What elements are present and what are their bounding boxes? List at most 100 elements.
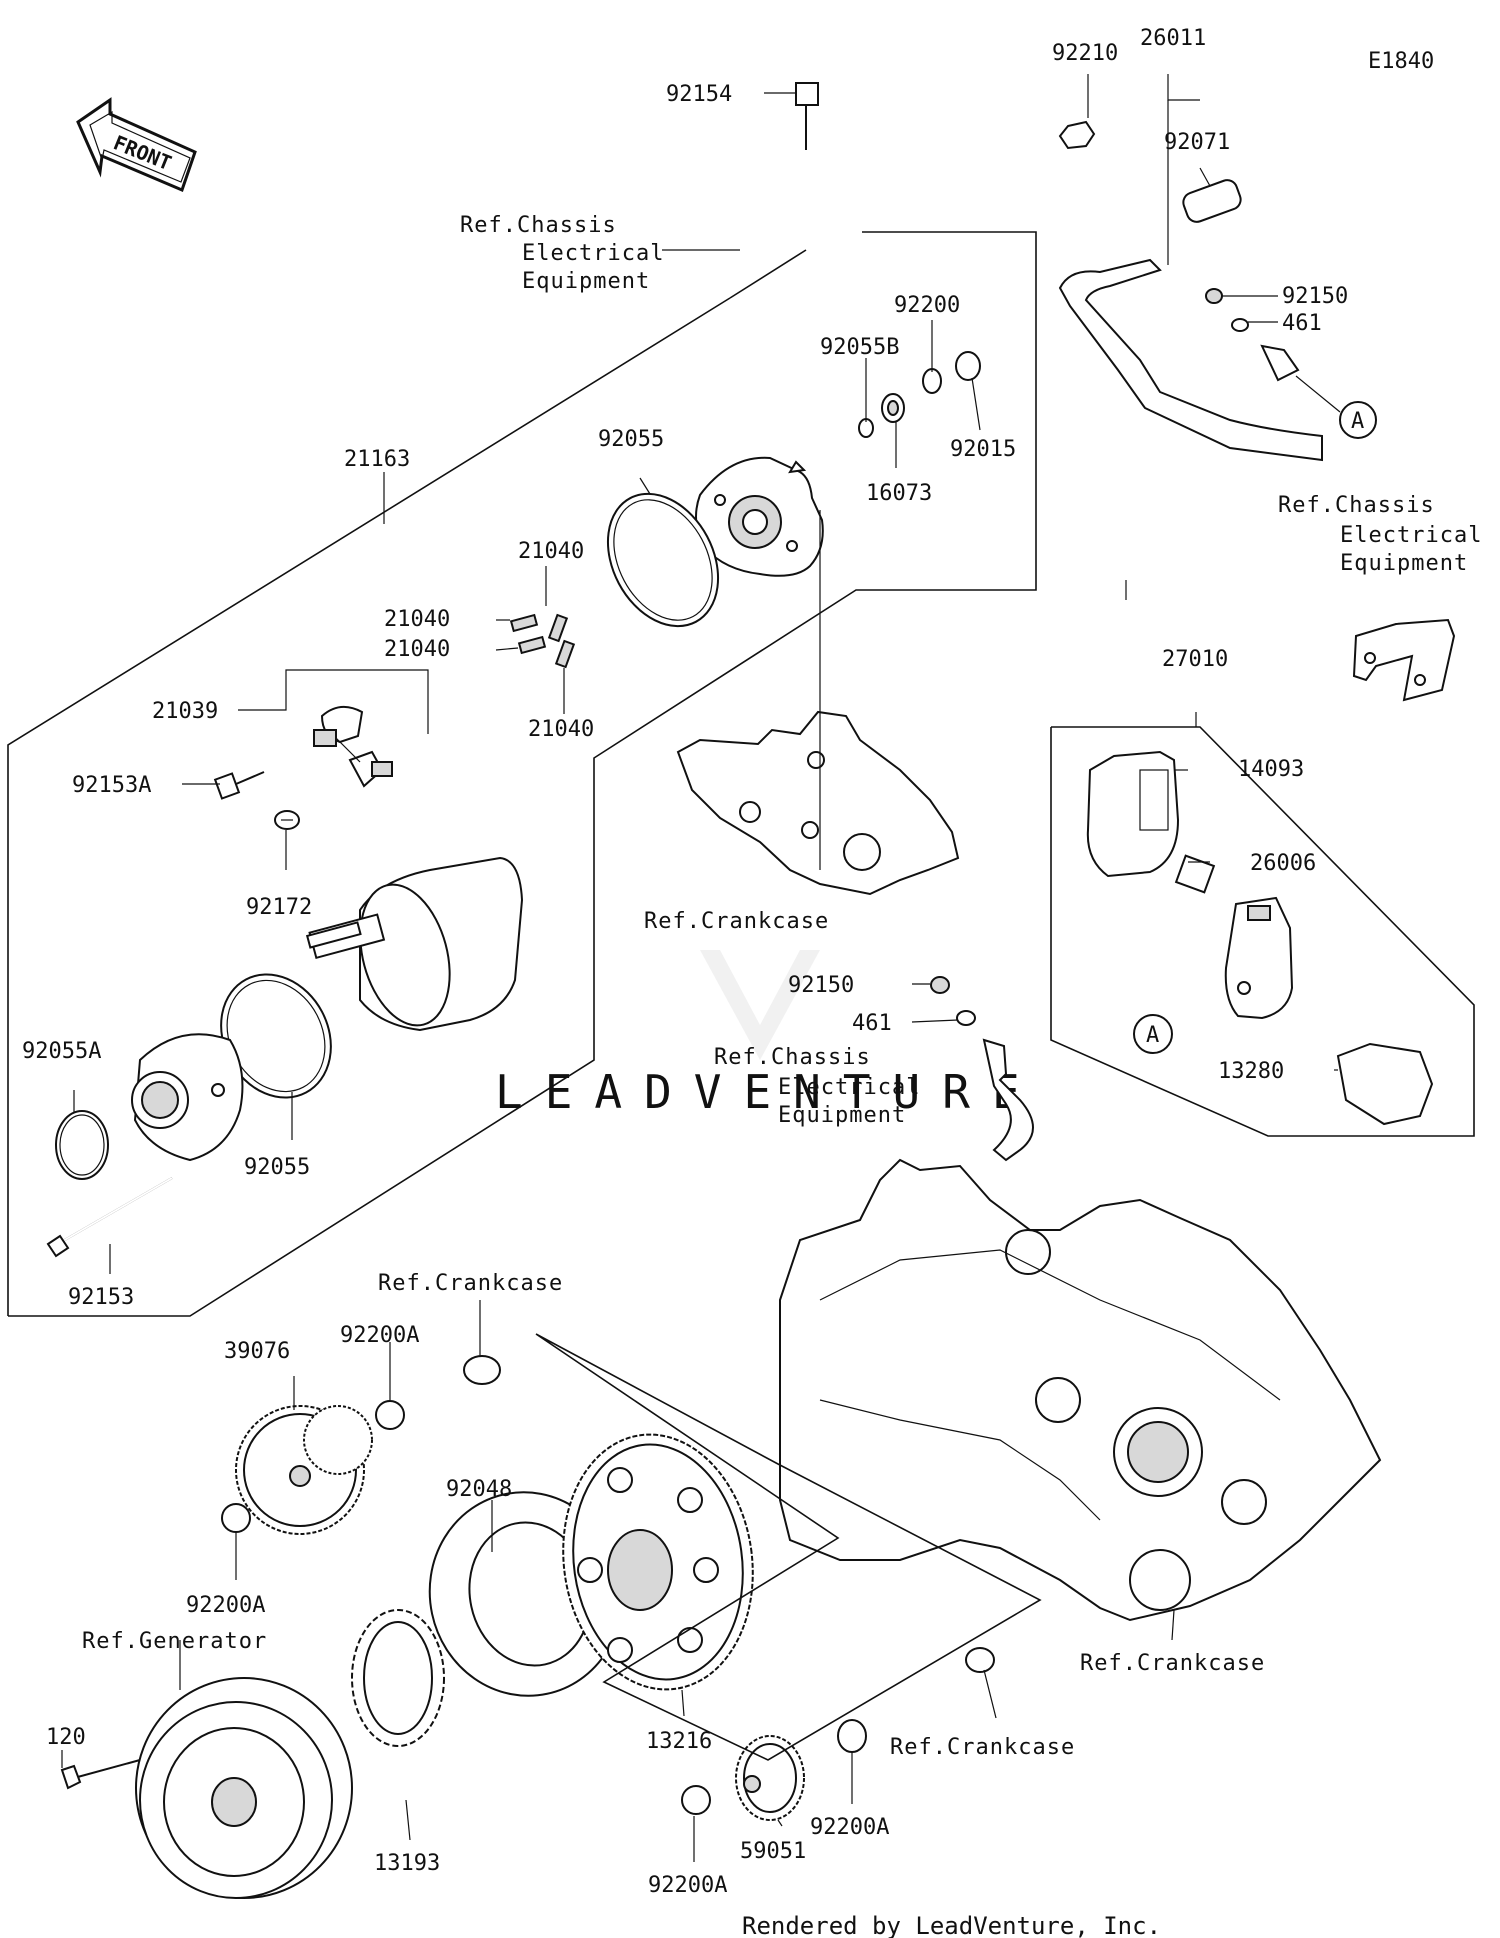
part-26006: 26006 bbox=[1250, 851, 1316, 876]
washer-92200a-3 bbox=[681, 1785, 711, 1815]
leader-lines bbox=[61, 74, 1341, 1862]
part-92210: 92210 bbox=[1052, 41, 1118, 66]
part-16073: 16073 bbox=[866, 481, 932, 506]
part-92172: 92172 bbox=[246, 895, 312, 920]
part-92200: 92200 bbox=[894, 293, 960, 318]
part-92153: 92153 bbox=[68, 1285, 134, 1310]
starter-end-cover bbox=[695, 456, 824, 577]
part-461-middle: 461 bbox=[852, 1011, 892, 1036]
starter-idle-gear-small bbox=[735, 1735, 805, 1821]
part-21040-c: 21040 bbox=[384, 637, 450, 662]
screw-92153a bbox=[213, 771, 265, 800]
callout-a-middle bbox=[1133, 1014, 1173, 1054]
reference-labels: Ref.Chassis Electrical Equipment Ref.Cha… bbox=[82, 213, 1482, 1760]
part-92055a: 92055A bbox=[22, 1039, 101, 1064]
ref-crankcase-bottom: Ref.Crankcase bbox=[890, 1735, 1075, 1760]
ground-cable bbox=[982, 1038, 1034, 1162]
washer-92200a-1 bbox=[375, 1400, 405, 1430]
one-way-clutch bbox=[351, 1609, 445, 1747]
brush-holder bbox=[313, 705, 393, 788]
callout-a-top-label: A bbox=[1351, 409, 1364, 434]
starter-gear bbox=[562, 1433, 754, 1691]
starter-relay bbox=[1224, 896, 1294, 1020]
part-92055-top: 92055 bbox=[598, 427, 664, 452]
screw-92172 bbox=[274, 810, 300, 830]
part-21163: 21163 bbox=[344, 447, 410, 472]
collar-top bbox=[463, 1355, 501, 1385]
crankcase-cover-part bbox=[676, 710, 960, 896]
part-92200a-3: 92200A bbox=[648, 1873, 727, 1898]
washer-92200a-2 bbox=[221, 1503, 251, 1533]
part-120: 120 bbox=[46, 1725, 86, 1750]
screw-92150-middle bbox=[930, 976, 950, 994]
washer-92200a-4 bbox=[837, 1719, 867, 1753]
ref-chassis-a-line2: Electrical bbox=[522, 241, 664, 266]
part-21040-a: 21040 bbox=[518, 539, 584, 564]
part-39076: 39076 bbox=[224, 1339, 290, 1364]
ref-chassis-b-line2: Electrical bbox=[1340, 523, 1482, 548]
nut-92015 bbox=[955, 351, 981, 381]
part-21040-d: 21040 bbox=[528, 717, 594, 742]
starter-front-cover bbox=[131, 1033, 244, 1162]
screw-92150-top bbox=[1205, 288, 1223, 304]
ref-chassis-c-line2: Electrical bbox=[778, 1075, 920, 1100]
relay-cover-13280 bbox=[1336, 1042, 1434, 1126]
ref-crankcase-right: Ref.Crankcase bbox=[1080, 1651, 1265, 1676]
part-92055-middle: 92055 bbox=[244, 1155, 310, 1180]
part-labels: 92154 92210 26011 92071 92150 461 92200 … bbox=[22, 26, 1348, 1898]
part-26011: 26011 bbox=[1140, 26, 1206, 51]
part-27010: 27010 bbox=[1162, 647, 1228, 672]
part-92153a: 92153A bbox=[72, 773, 151, 798]
part-13280: 13280 bbox=[1218, 1059, 1284, 1084]
watermark-text: LEADVENTURE bbox=[495, 1065, 1042, 1119]
ref-chassis-b-line1: Ref.Chassis bbox=[1278, 493, 1435, 518]
washer-461-middle bbox=[956, 1010, 976, 1026]
chassis-bracket bbox=[1352, 618, 1456, 702]
part-92055b: 92055B bbox=[820, 335, 899, 360]
ref-chassis-c-line1: Ref.Chassis bbox=[714, 1045, 871, 1070]
starter-assembly-outline bbox=[7, 231, 1037, 1317]
bolt-92154 bbox=[795, 82, 819, 150]
part-14093: 14093 bbox=[1238, 757, 1304, 782]
part-92200a-4: 92200A bbox=[810, 1815, 889, 1840]
ref-chassis-a-line1: Ref.Chassis bbox=[460, 213, 617, 238]
part-92071: 92071 bbox=[1164, 130, 1230, 155]
diagram-code: E1840 bbox=[1368, 49, 1434, 74]
part-13193: 13193 bbox=[374, 1851, 440, 1876]
idle-gear bbox=[235, 1405, 373, 1535]
generator-rotor bbox=[135, 1677, 353, 1899]
bolt-120 bbox=[60, 1759, 141, 1790]
collar-bottom bbox=[965, 1647, 995, 1673]
ref-generator: Ref.Generator bbox=[82, 1629, 267, 1654]
starter-motor-body bbox=[305, 856, 524, 1032]
front-arrow-icon: FRONT bbox=[76, 97, 197, 193]
long-bolt bbox=[46, 1177, 173, 1258]
washer-92200 bbox=[922, 368, 942, 394]
gear-assembly-outline bbox=[535, 1333, 1042, 1761]
part-92150-middle: 92150 bbox=[788, 973, 854, 998]
part-92154: 92154 bbox=[666, 82, 732, 107]
ref-crankcase-collar: Ref.Crankcase bbox=[378, 1271, 563, 1296]
part-92200a-1: 92200A bbox=[340, 1323, 419, 1348]
render-credit: Rendered by LeadVenture, Inc. bbox=[742, 1912, 1161, 1938]
part-92150-top: 92150 bbox=[1282, 284, 1348, 309]
callout-a-middle-label: A bbox=[1146, 1023, 1159, 1048]
relay-cover bbox=[1086, 750, 1180, 878]
starter-cable-top bbox=[1058, 179, 1323, 462]
part-461-top: 461 bbox=[1282, 311, 1322, 336]
part-21040-b: 21040 bbox=[384, 607, 450, 632]
nut-92210 bbox=[1058, 120, 1096, 150]
crankcase-main bbox=[779, 1158, 1382, 1622]
part-59051: 59051 bbox=[740, 1839, 806, 1864]
o-ring-small bbox=[55, 1110, 109, 1180]
part-92200a-2: 92200A bbox=[186, 1593, 265, 1618]
part-92048: 92048 bbox=[446, 1477, 512, 1502]
ref-chassis-a-line3: Equipment bbox=[522, 269, 650, 294]
watermark-logo bbox=[700, 950, 820, 1060]
part-92015: 92015 bbox=[950, 437, 1016, 462]
callout-a-top bbox=[1339, 401, 1377, 439]
part-13216: 13216 bbox=[646, 1729, 712, 1754]
washer-461-top bbox=[1231, 318, 1249, 332]
ref-chassis-c-line3: Equipment bbox=[778, 1103, 906, 1128]
